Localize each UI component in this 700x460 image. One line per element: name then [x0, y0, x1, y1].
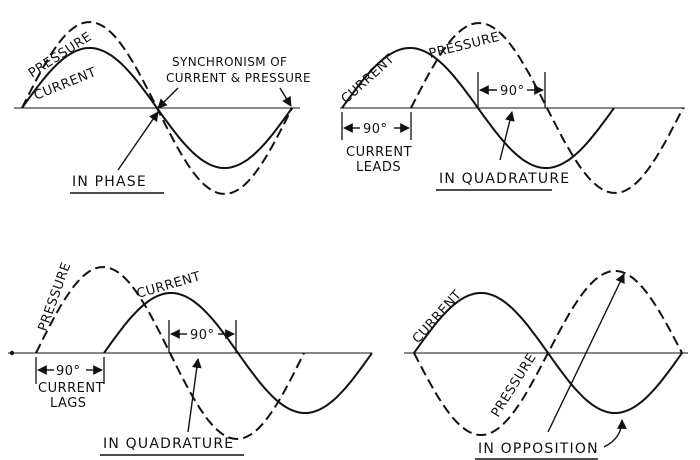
sync-label-line1: SYNCHRONISM OF — [172, 55, 287, 69]
angle-bottom-label: 90° — [56, 364, 81, 379]
leads-note-line1: CURRENT — [346, 145, 412, 160]
pressure-wave — [410, 22, 684, 194]
sync-arrow-left — [157, 87, 179, 109]
angle-top-label: 90° — [500, 84, 525, 99]
panel-quadrature-leads: CURRENT PRESSURE 90° 90° CURRENT LEADS I… — [339, 22, 685, 194]
leads-note-line2: LEADS — [356, 160, 401, 175]
lags-note-line1: CURRENT — [38, 381, 104, 396]
panel-title: IN QUADRATURE — [103, 436, 234, 452]
phase-pointer-arrow — [117, 111, 159, 171]
panel-opposition: CURRENT PRESSURE IN OPPOSITION — [404, 270, 688, 460]
pressure-label: PRESSURE — [427, 30, 501, 62]
pressure-wave — [35, 266, 305, 440]
opposition-pointer-arrow — [547, 273, 625, 433]
current-wave — [103, 292, 373, 414]
angle-bottom-label: 90° — [363, 122, 388, 137]
panel-quadrature-lags: PRESSURE CURRENT 90° 90° CURRENT LAGS IN… — [8, 260, 373, 456]
pressure-wave — [413, 270, 683, 436]
pressure-label: PRESSURE — [36, 260, 75, 333]
opposition-bottom-arrow — [603, 419, 627, 448]
sync-label-line2: CURRENT & PRESSURE — [166, 71, 311, 85]
axis-start-dot — [9, 350, 15, 356]
panel-title: IN OPPOSITION — [478, 441, 599, 457]
panel-title: IN QUADRATURE — [439, 171, 570, 187]
current-wave — [21, 47, 293, 169]
angle-top-label: 90° — [190, 328, 215, 343]
quadrature-pointer-arrow — [187, 358, 202, 433]
sync-arrow-right — [279, 87, 292, 107]
panel-title: IN PHASE — [72, 174, 147, 190]
current-label: CURRENT — [339, 52, 398, 107]
current-label: CURRENT — [410, 288, 465, 347]
lags-note-line2: LAGS — [50, 396, 87, 411]
panel-in-phase: PRESSURE CURRENT SYNCHRONISM OF CURRENT … — [14, 21, 311, 195]
current-label: CURRENT — [135, 269, 203, 302]
quadrature-pointer-arrow — [499, 111, 515, 161]
